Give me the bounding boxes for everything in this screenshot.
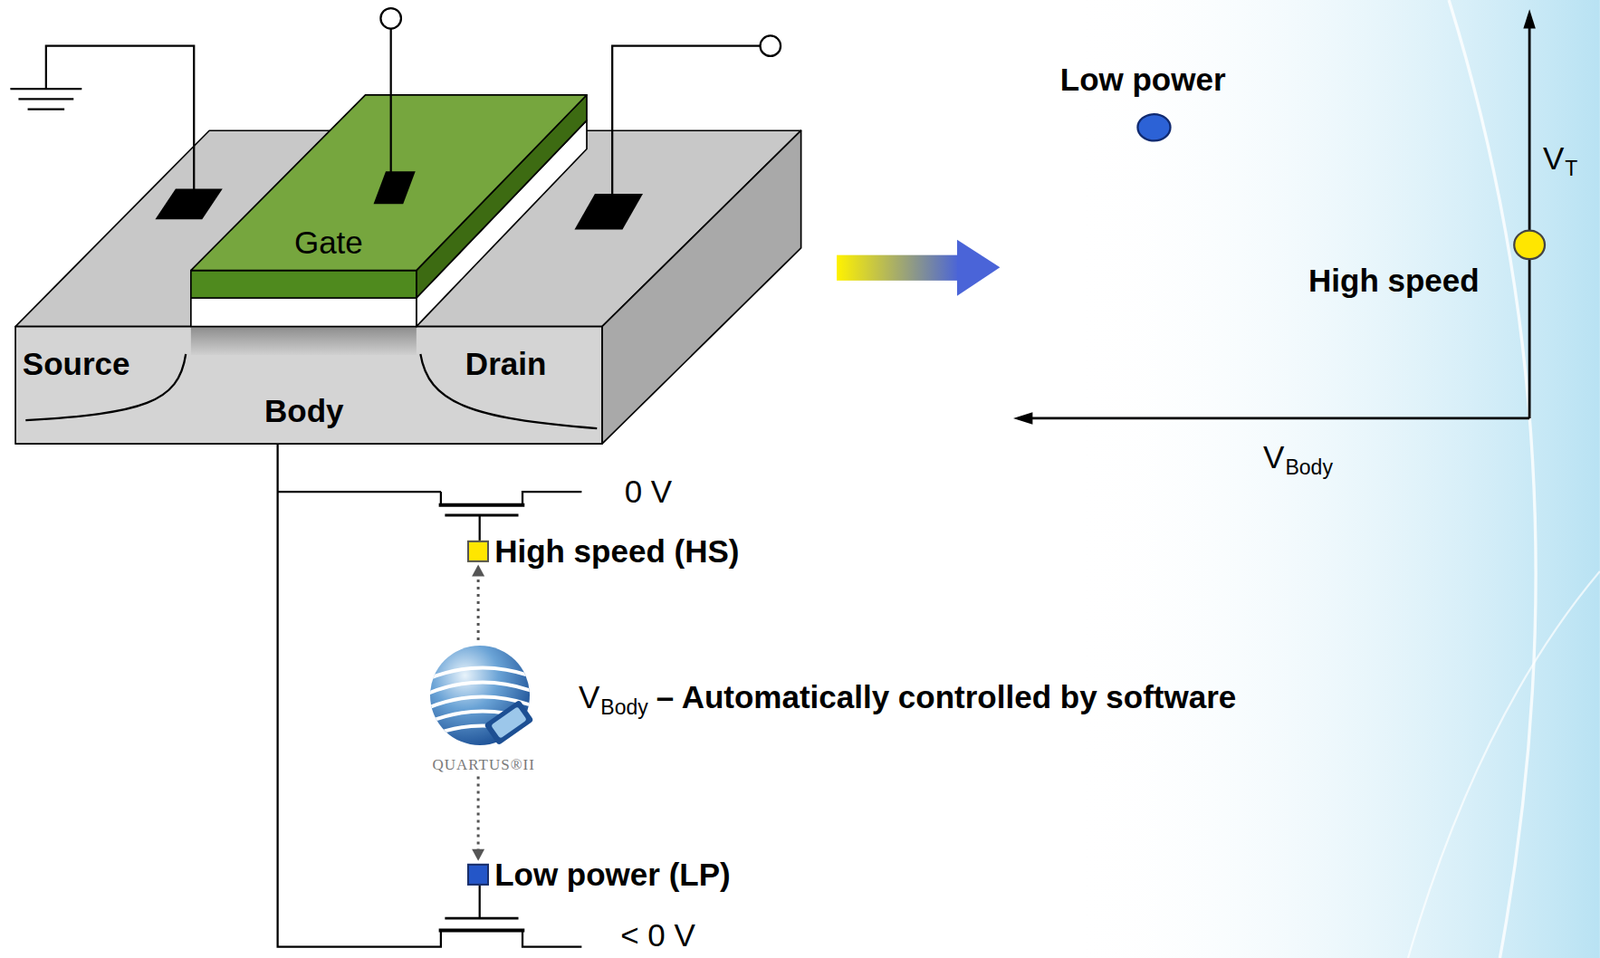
- mode-node: Low power (LP): [467, 856, 731, 893]
- signal-name: V: [578, 679, 600, 716]
- axis-subscript: Body: [1284, 455, 1332, 480]
- voltage-label: 0 V: [624, 473, 673, 510]
- axis-label: V: [1542, 140, 1564, 177]
- mode-node: High speed (HS): [467, 532, 739, 569]
- axis-subscript: T: [1564, 156, 1578, 181]
- point-label: Low power: [1060, 61, 1227, 98]
- point-label: High speed: [1308, 262, 1480, 299]
- dotted-control-arrow: [471, 565, 485, 641]
- mode-swatch: [467, 540, 489, 563]
- part-label: Source: [22, 345, 131, 383]
- transistor-block: [15, 95, 802, 444]
- background-wash: [1071, 0, 1600, 958]
- mode-swatch: [467, 863, 489, 886]
- logo-wordmark: QUARTUS®II: [431, 756, 536, 775]
- vt-vbody-graph: [1013, 9, 1545, 425]
- part-label: Gate: [294, 224, 364, 261]
- signal-subscript: Body: [600, 695, 648, 719]
- mode-label: High speed (HS): [494, 532, 739, 569]
- transform-arrow: [836, 239, 1000, 297]
- mode-label: Low power (LP): [494, 856, 731, 893]
- note-text: – Automatically controlled by software: [656, 679, 1237, 716]
- part-label: Body: [264, 392, 345, 430]
- dotted-control-arrow: [471, 776, 485, 862]
- software-logo-node: QUARTUS®II: [427, 642, 540, 775]
- part-label: Drain: [465, 345, 547, 383]
- terminal-wires: [9, 8, 781, 429]
- voltage-label: < 0 V: [620, 917, 696, 954]
- quartus-globe: [427, 642, 540, 756]
- contact-pads: [154, 171, 643, 230]
- axis-label: V: [1263, 439, 1284, 476]
